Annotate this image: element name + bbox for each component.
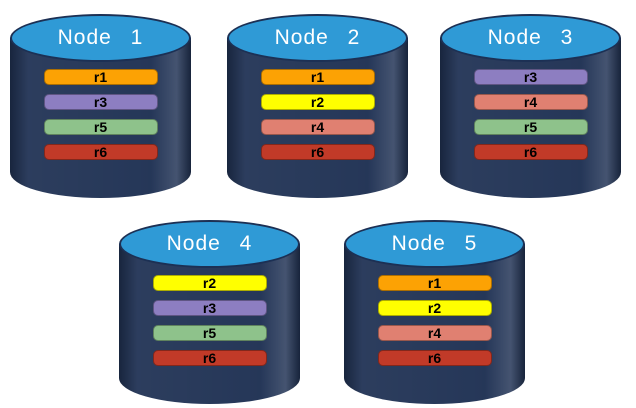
cylinder-body bbox=[344, 244, 525, 404]
node-label: Node 1 bbox=[57, 26, 144, 49]
node-3: Node 3 r3 r4 r5 r6 bbox=[440, 14, 621, 198]
node-label: Node 5 bbox=[391, 232, 478, 255]
replica-bar: r2 bbox=[260, 94, 375, 110]
cylinder-top: Node 3 bbox=[440, 14, 621, 62]
cylinder-top: Node 2 bbox=[227, 14, 408, 62]
cylinder-body bbox=[440, 38, 621, 198]
replica-bar: r3 bbox=[43, 94, 158, 110]
replica-list: r2 r3 r5 r6 bbox=[119, 275, 300, 375]
replica-bar: r1 bbox=[377, 275, 492, 291]
replica-list: r1 r3 r5 r6 bbox=[10, 69, 191, 169]
replica-bar: r6 bbox=[473, 144, 588, 160]
replica-bar: r2 bbox=[377, 300, 492, 316]
replica-bar: r6 bbox=[43, 144, 158, 160]
node-2: Node 2 r1 r2 r4 r6 bbox=[227, 14, 408, 198]
cylinder-body bbox=[10, 38, 191, 198]
node-label: Node 3 bbox=[487, 26, 574, 49]
cylinder-top: Node 5 bbox=[344, 220, 525, 268]
node-5: Node 5 r1 r2 r4 r6 bbox=[344, 220, 525, 404]
node-4: Node 4 r2 r3 r5 r6 bbox=[119, 220, 300, 404]
replica-bar: r6 bbox=[152, 350, 267, 366]
replica-bar: r4 bbox=[473, 94, 588, 110]
cylinder-body bbox=[227, 38, 408, 198]
replica-list: r3 r4 r5 r6 bbox=[440, 69, 621, 169]
replica-list: r1 r2 r4 r6 bbox=[344, 275, 525, 375]
replica-bar: r6 bbox=[377, 350, 492, 366]
node-1: Node 1 r1 r3 r5 r6 bbox=[10, 14, 191, 198]
replica-bar: r3 bbox=[473, 69, 588, 85]
replica-bar: r1 bbox=[43, 69, 158, 85]
replica-bar: r5 bbox=[43, 119, 158, 135]
replica-bar: r3 bbox=[152, 300, 267, 316]
replica-bar: r1 bbox=[260, 69, 375, 85]
replica-list: r1 r2 r4 r6 bbox=[227, 69, 408, 169]
cylinder-top: Node 4 bbox=[119, 220, 300, 268]
node-label: Node 4 bbox=[166, 232, 253, 255]
replica-bar: r5 bbox=[152, 325, 267, 341]
replica-bar: r2 bbox=[152, 275, 267, 291]
node-label: Node 2 bbox=[274, 26, 361, 49]
replica-bar: r5 bbox=[473, 119, 588, 135]
replica-bar: r4 bbox=[260, 119, 375, 135]
replica-bar: r6 bbox=[260, 144, 375, 160]
cylinder-top: Node 1 bbox=[10, 14, 191, 62]
cylinder-body bbox=[119, 244, 300, 404]
replica-bar: r4 bbox=[377, 325, 492, 341]
